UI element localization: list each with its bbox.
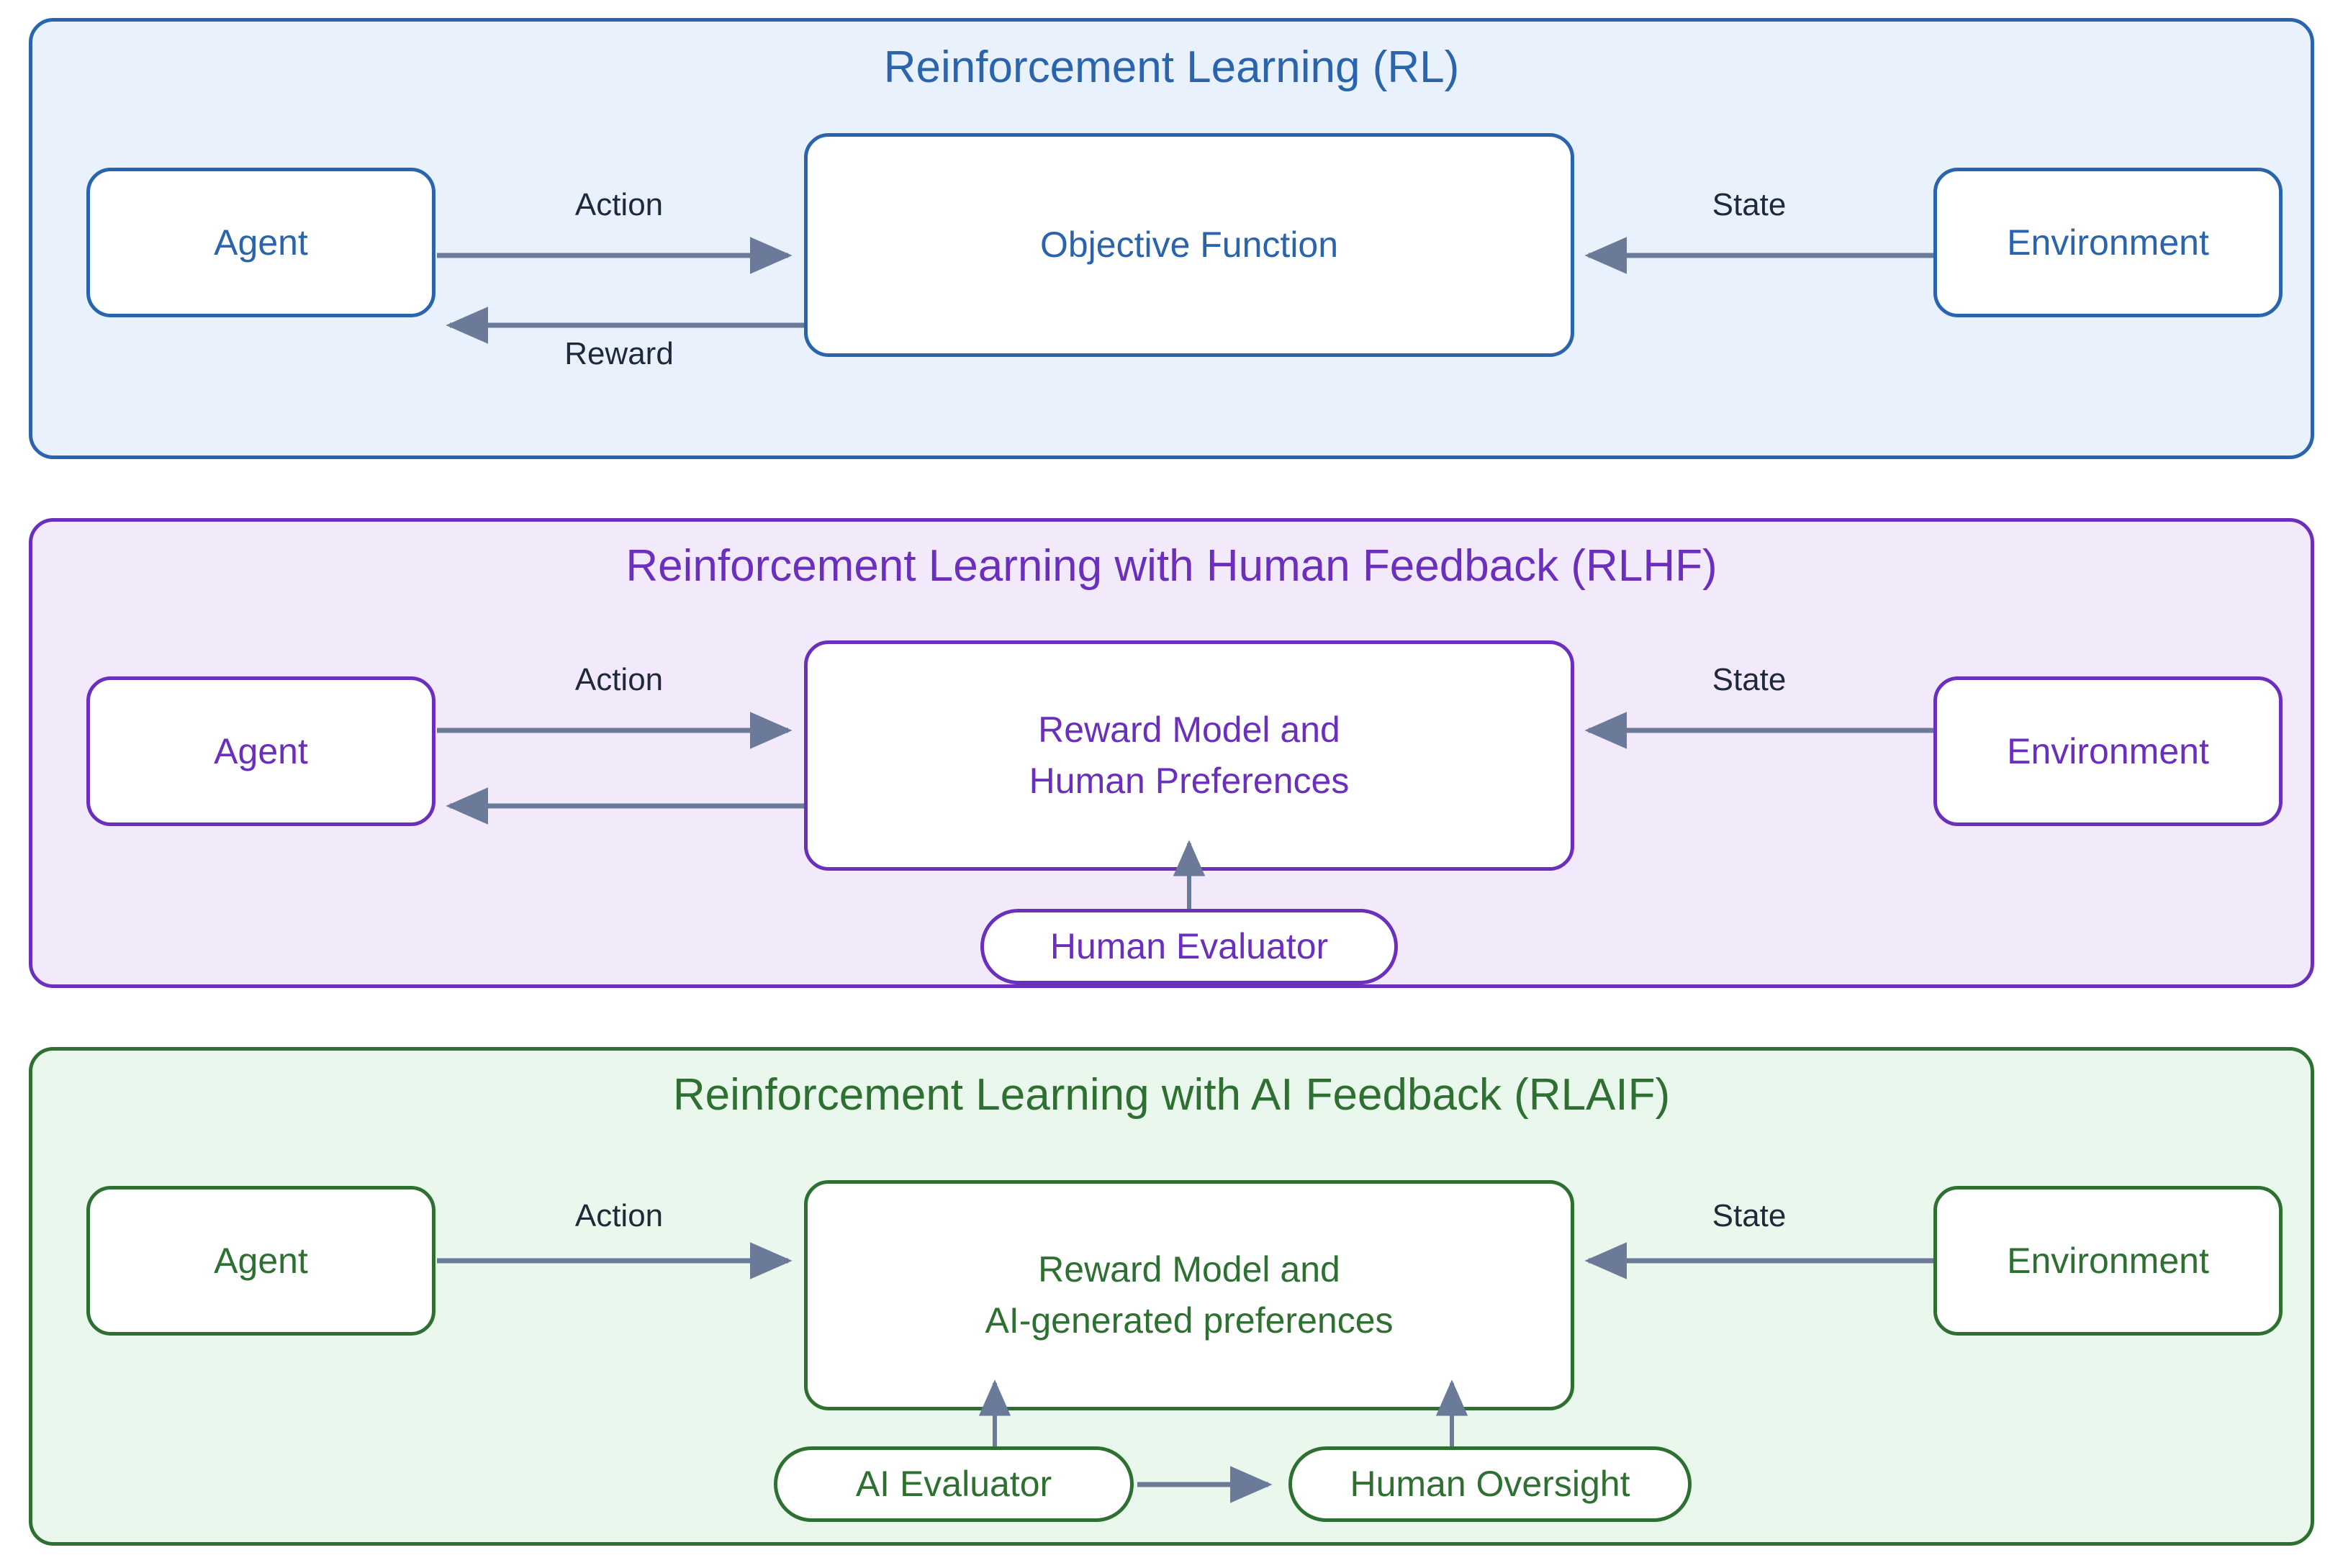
edge-label-rlhf-state: State: [1712, 662, 1787, 697]
node-rlhf-agent[interactable]: Agent: [86, 676, 435, 826]
node-rlhf-human-evaluator[interactable]: Human Evaluator: [980, 909, 1398, 984]
node-rlaif-reward-model-label-line2: AI-generated preferences: [985, 1300, 1394, 1341]
node-rlhf-reward-model-label-line2: Human Preferences: [1029, 761, 1350, 801]
node-rlaif-reward-model-label-line1: Reward Model and: [1038, 1249, 1340, 1290]
node-rl-agent-label: Agent: [214, 222, 308, 263]
edge-label-rl-action: Action: [574, 187, 664, 222]
node-rlaif-environment-label: Environment: [2007, 1240, 2209, 1281]
node-rlaif-ai-evaluator-label: AI Evaluator: [855, 1464, 1052, 1504]
node-rlaif-human-oversight-label: Human Oversight: [1350, 1464, 1630, 1504]
panel-rlaif-title: Reinforcement Learning with AI Feedback …: [672, 1070, 1671, 1120]
node-rlaif-human-oversight[interactable]: Human Oversight: [1288, 1446, 1692, 1522]
node-rlaif-ai-evaluator[interactable]: AI Evaluator: [774, 1446, 1134, 1522]
node-rlhf-human-evaluator-label: Human Evaluator: [1049, 926, 1329, 966]
edge-label-rl-state: State: [1712, 187, 1787, 222]
node-rlaif-environment[interactable]: Environment: [1933, 1186, 2283, 1336]
panel-rlhf-title: Reinforcement Learning with Human Feedba…: [626, 541, 1717, 591]
node-rlaif-reward-model[interactable]: Reward Model and AI-generated preference…: [804, 1180, 1574, 1410]
node-rlaif-agent[interactable]: Agent: [86, 1186, 435, 1336]
node-rlhf-reward-model-label-line1: Reward Model and: [1038, 710, 1340, 750]
edge-label-rlaif-action: Action: [574, 1198, 664, 1233]
node-rlhf-reward-model[interactable]: Reward Model and Human Preferences: [804, 640, 1574, 871]
node-rlhf-agent-label: Agent: [214, 730, 308, 771]
node-rl-environment[interactable]: Environment: [1933, 168, 2283, 317]
edge-label-rlhf-action: Action: [574, 662, 664, 697]
node-rl-objective-function-label: Objective Function: [1039, 225, 1339, 265]
edge-label-rlaif-state: State: [1712, 1198, 1787, 1233]
node-rlaif-agent-label: Agent: [214, 1240, 308, 1281]
node-rl-agent[interactable]: Agent: [86, 168, 435, 317]
node-rl-objective-function[interactable]: Objective Function: [804, 133, 1574, 357]
panel-rl-title: Reinforcement Learning (RL): [883, 42, 1460, 92]
node-rlhf-environment-label: Environment: [2007, 730, 2209, 771]
node-rlhf-environment[interactable]: Environment: [1933, 676, 2283, 826]
edge-label-rl-reward: Reward: [564, 336, 674, 371]
node-rl-environment-label: Environment: [2007, 222, 2209, 263]
